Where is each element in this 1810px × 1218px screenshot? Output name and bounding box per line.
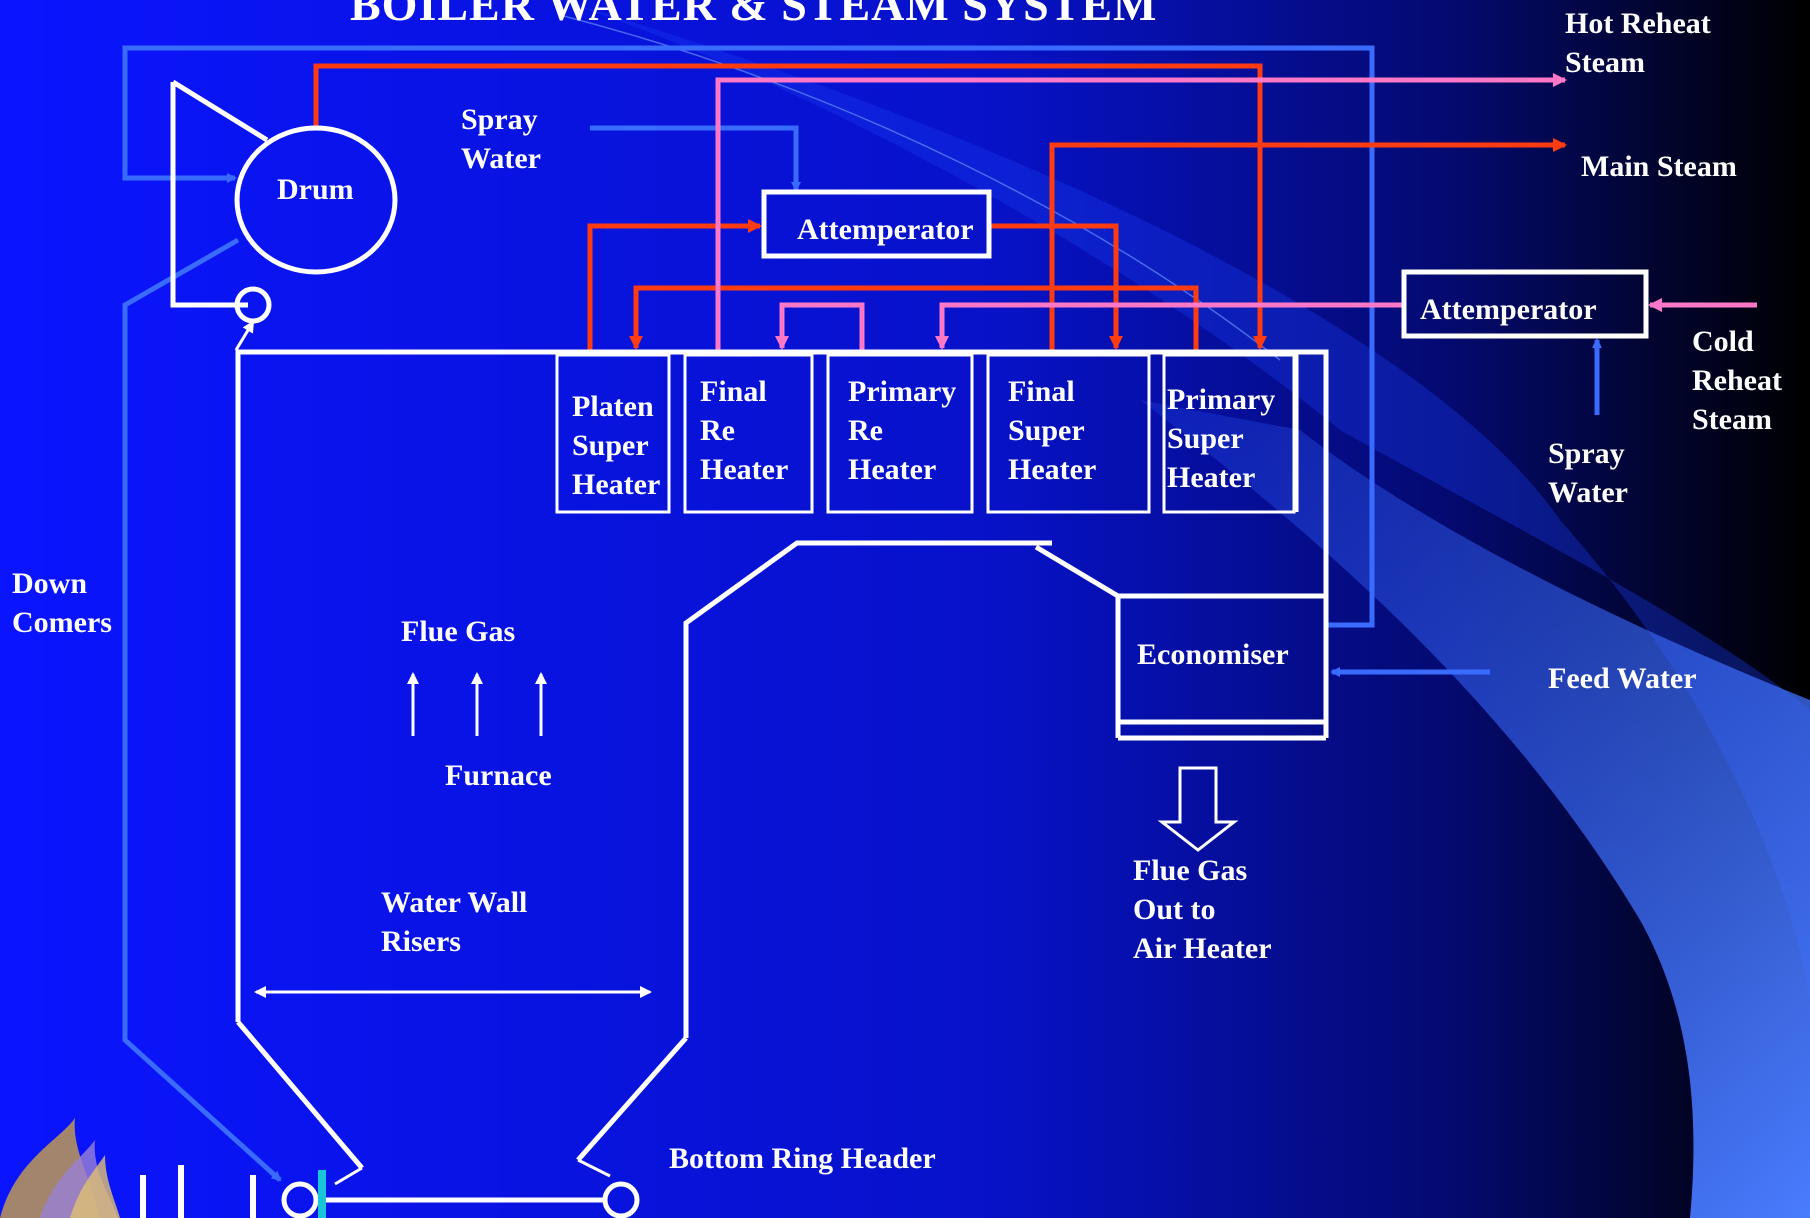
spray-water-top-label: Spray Water	[461, 103, 541, 175]
flue-gas-out-label: Flue Gas Out to Air Heater	[1133, 854, 1272, 965]
primary-re-heater-label: Primary Re Heater	[848, 375, 957, 486]
furnace-label: Furnace	[445, 759, 552, 792]
primary-super-heater-label: Primary Super Heater	[1167, 383, 1276, 494]
water-wall-risers-label: Water Wall Risers	[381, 886, 528, 958]
feed-water-label: Feed Water	[1548, 662, 1697, 695]
attemperator-reheat-box	[1401, 269, 1649, 339]
final-super-heater-label: Final Super Heater	[1008, 375, 1097, 486]
reheat-circuit	[715, 73, 1757, 352]
drum-vessel	[234, 125, 398, 275]
final-re-heater-box	[683, 353, 814, 514]
boiler-structure	[170, 79, 1649, 1218]
water-circuit	[122, 45, 1602, 1182]
primary-super-heater-box	[1162, 353, 1296, 514]
main-steam-label: Main Steam	[1581, 150, 1737, 183]
final-super-heater-box	[986, 353, 1151, 514]
page-title: BOILER WATER & STEAM SYSTEM	[350, 0, 1158, 30]
platen-super-heater-label: Platen Super Heater	[572, 390, 661, 501]
drum-label: Drum	[277, 173, 354, 206]
economiser-label: Economiser	[1137, 638, 1289, 671]
primary-re-heater-box	[826, 353, 974, 514]
cold-reheat-steam-label: Cold Reheat Steam	[1692, 325, 1782, 436]
hot-reheat-steam-label: Hot Reheat Steam	[1565, 7, 1711, 79]
down-comers-label: Down Comers	[12, 567, 112, 639]
attemperator-reheat-label: Attemperator	[1420, 293, 1597, 326]
swoosh-highlight	[1140, 400, 1810, 1218]
flue-gas-label: Flue Gas	[401, 615, 516, 648]
final-re-heater-label: Final Re Heater	[700, 375, 789, 486]
attemperator-main-label: Attemperator	[797, 213, 974, 246]
logo-flame-icon	[0, 1118, 326, 1218]
bottom-ring-header-label: Bottom Ring Header	[669, 1142, 936, 1175]
main-steam-circuit	[313, 63, 1567, 352]
flue-gas-out-arrow	[1157, 766, 1239, 852]
platen-super-heater-box	[555, 353, 671, 514]
attemperator-main-box	[761, 189, 992, 259]
spray-water-right-label: Spray Water	[1548, 437, 1628, 509]
